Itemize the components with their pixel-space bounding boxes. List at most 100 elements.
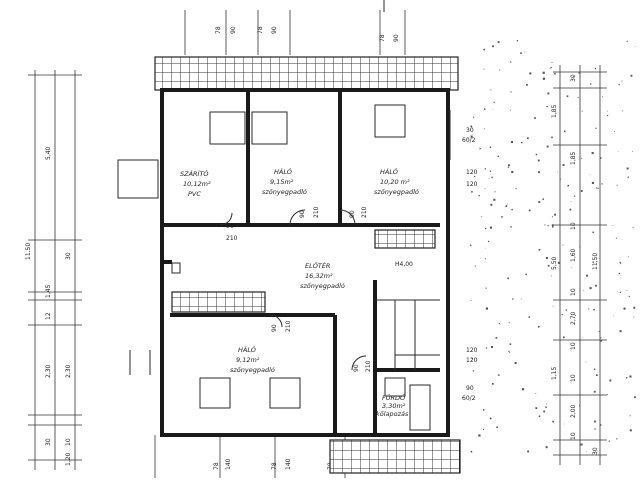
speck [599, 157, 602, 159]
speck [552, 226, 554, 228]
windows [171, 104, 431, 431]
speck [498, 374, 500, 376]
room-floor: kőlapozás [376, 409, 409, 418]
speck [628, 256, 629, 257]
speck [570, 201, 572, 203]
speck [634, 396, 636, 399]
speck [620, 263, 622, 265]
speck [545, 406, 547, 408]
speck [510, 109, 511, 111]
speck [543, 410, 546, 413]
speck [627, 176, 629, 178]
speck [550, 275, 552, 277]
speck [598, 331, 600, 332]
speck [484, 128, 485, 130]
dim-bottom-78b: 78 [271, 462, 278, 470]
speck [492, 383, 494, 385]
speck [489, 417, 492, 420]
speck [537, 159, 540, 162]
speck [575, 315, 576, 316]
room-name: ELŐTÉR [305, 261, 330, 270]
speck [595, 127, 597, 129]
speck [595, 284, 597, 287]
speck [484, 168, 486, 170]
bottom-dimension-marks: 78 140 78 140 78 140 [154, 435, 346, 478]
dim-left-10: 10 [65, 438, 72, 446]
speck [479, 147, 481, 150]
dim-top-90a: 90 [230, 26, 237, 34]
room-floor: szőnyegpadló [262, 187, 307, 196]
speck [510, 91, 512, 93]
speck [580, 190, 583, 192]
room-floor: szőnyegpadló [374, 187, 419, 196]
speck [594, 428, 596, 430]
dim-right-185: 1,85 [551, 104, 558, 118]
room-eloter: ELŐTÉR 16,32m² szőnyegpadló [300, 261, 345, 290]
room-area: 3,30m² [382, 402, 406, 410]
room-area: 16,32m² [305, 272, 333, 280]
dim-right-115: 1,15 [551, 366, 558, 380]
dim-right-10d: 10 [570, 374, 577, 382]
speck [491, 346, 493, 348]
speck [489, 146, 492, 148]
speck [483, 68, 485, 70]
mark-d1: 90 [226, 223, 234, 230]
mark-d5b: 210 [365, 360, 372, 372]
speck [626, 40, 628, 42]
dim-left-120: 1,20 [65, 452, 72, 466]
room-furdo: FÜRDŐ 3,30m² kőlapozás [376, 393, 409, 418]
speck [582, 337, 584, 338]
speck [629, 429, 632, 432]
speck [630, 74, 633, 77]
speck [562, 244, 564, 246]
dim-right-550: 5,50 [551, 256, 558, 270]
room-name: HÁLÓ [380, 167, 398, 176]
speck [521, 141, 523, 144]
speck [485, 247, 486, 249]
dim-left-145: 1,45 [45, 284, 52, 298]
mark-d2: 90 [299, 210, 306, 218]
speck [560, 178, 562, 180]
dim-top-90c: 90 [393, 34, 400, 42]
speck [511, 170, 514, 173]
speck [596, 374, 598, 376]
speck [546, 403, 547, 405]
mark-w2b: 120 [466, 181, 478, 188]
speck [478, 195, 480, 197]
speck [594, 68, 597, 70]
speck [626, 377, 628, 379]
speck [586, 274, 588, 277]
top-roof-band [154, 56, 459, 91]
speck [538, 249, 541, 251]
dim-right-10e: 10 [570, 432, 577, 440]
speck [618, 272, 621, 275]
room-area: 9,15m² [270, 178, 294, 186]
room-area: 10,20 m² [380, 178, 410, 186]
speck [507, 166, 509, 168]
speck [508, 164, 510, 167]
speck [551, 61, 553, 63]
speck [554, 213, 556, 216]
dim-right-10c: 10 [570, 342, 577, 350]
speck [569, 208, 572, 211]
speck [505, 205, 508, 207]
speck [472, 370, 475, 372]
speck [525, 273, 527, 276]
speck [623, 307, 626, 310]
speck [592, 231, 594, 234]
speck [542, 71, 545, 74]
speck [492, 109, 494, 110]
speck [511, 208, 513, 211]
speck [470, 244, 472, 246]
speck [521, 298, 522, 300]
speck [592, 261, 594, 263]
speck [495, 337, 498, 339]
speck [612, 225, 614, 226]
speck [619, 261, 621, 264]
room-name: HÁLÓ [274, 167, 292, 176]
speck [535, 393, 537, 394]
speck [538, 171, 540, 174]
speck [516, 40, 519, 42]
speck [593, 368, 596, 370]
